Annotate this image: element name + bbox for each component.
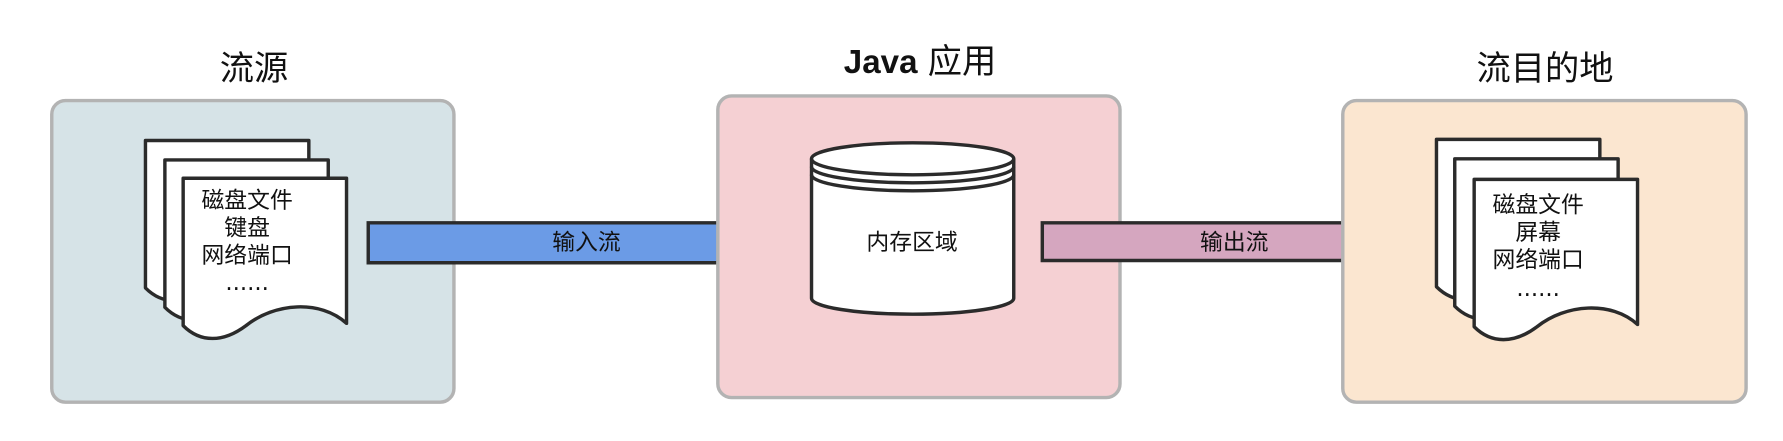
input-flow-label: 输入流 — [552, 230, 620, 256]
destination-document-stack: 磁盘文件 屏幕 网络端口 ...... — [1434, 137, 1640, 342]
output-flow-label: 输出流 — [1200, 230, 1268, 256]
source-item: 磁盘文件 — [201, 188, 292, 214]
app-title: Java 应用 — [844, 43, 997, 81]
cylinder-body — [809, 141, 1016, 316]
memory-label: 内存区域 — [866, 230, 957, 256]
source-item: ...... — [225, 270, 269, 296]
destination-item: ...... — [1516, 276, 1560, 302]
cylinder-ring — [809, 158, 1016, 177]
cylinder-ring — [809, 166, 1016, 185]
cylinder-ring — [809, 174, 1016, 193]
memory-cylinder: 内存区域 — [809, 141, 1016, 316]
source-document-stack: 磁盘文件 键盘 网络端口 ...... — [143, 138, 349, 341]
destination-item: 磁盘文件 — [1492, 193, 1583, 219]
document-page-front — [181, 176, 349, 341]
destination-item: 网络端口 — [1492, 247, 1583, 273]
source-item: 键盘 — [224, 215, 270, 241]
app-title-rest: 应用 — [928, 43, 997, 81]
source-title: 流源 — [220, 50, 289, 88]
destination-item: 屏幕 — [1515, 220, 1561, 246]
destination-group: 流目的地 磁盘文件 屏幕 网络端口 ...... — [1341, 50, 1748, 404]
destination-title: 流目的地 — [1476, 50, 1613, 88]
source-item: 网络端口 — [201, 243, 292, 269]
document-page-front — [1472, 177, 1640, 342]
app-group: Java 应用 内存区域 — [716, 43, 1122, 400]
app-title-bold: Java — [844, 44, 918, 81]
